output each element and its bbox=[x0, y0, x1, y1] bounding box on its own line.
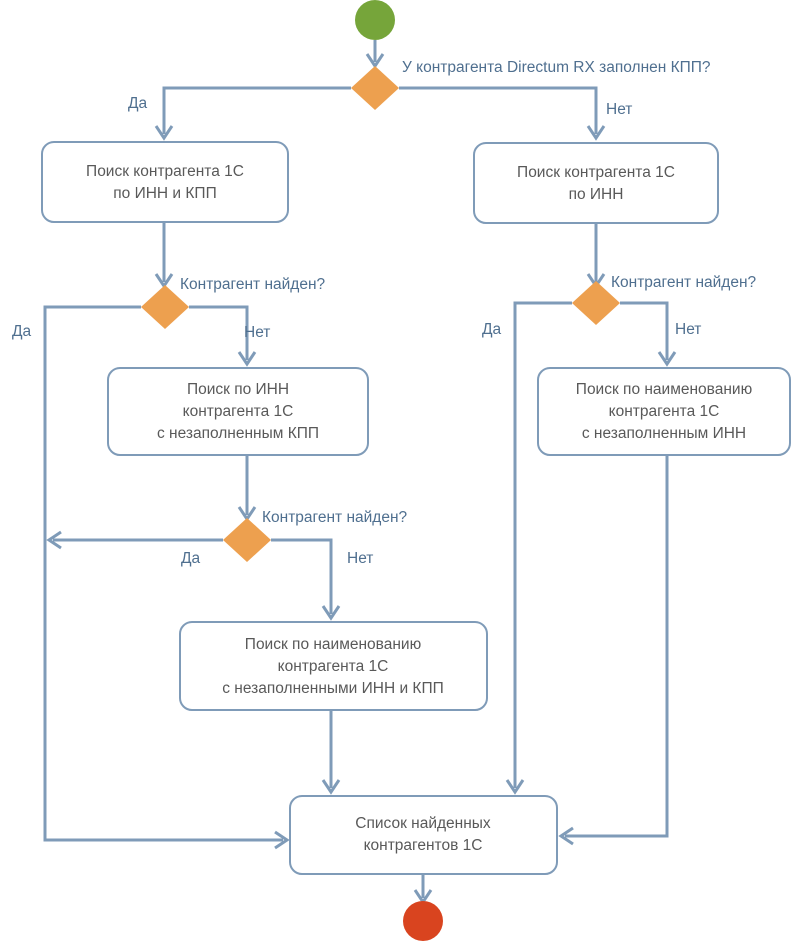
process-node-search-inn-kpp-line1: Поиск контрагента 1С bbox=[86, 163, 244, 180]
edge-d2-yes-rail bbox=[43, 305, 283, 842]
process-node-result-list[interactable] bbox=[289, 795, 558, 875]
edge-label-d2-yes: Да bbox=[12, 323, 31, 340]
process-node-search-inn-line1: Поиск контрагента 1С bbox=[517, 164, 675, 181]
process-node-search-by-name-empty-inn-kpp-line1: Поиск по наименованию bbox=[245, 636, 421, 653]
edge-d4-yes-arrow bbox=[46, 530, 62, 550]
edge-d2-yes-arrow bbox=[274, 830, 290, 850]
edge-d3-no-arrow bbox=[657, 351, 677, 367]
connector-layer bbox=[43, 40, 677, 905]
edge-d4-no-arrow bbox=[321, 605, 341, 621]
process-node-result-list-line2: контрагентов 1С bbox=[364, 837, 483, 854]
edge-label-d4-yes: Да bbox=[181, 550, 200, 567]
process-node-search-by-name-empty-inn-kpp-line3: с незаполненными ИНН и КПП bbox=[222, 680, 444, 697]
edge-p5-to-p6-arrow bbox=[321, 779, 341, 795]
edge-label-d1-no: Нет bbox=[606, 101, 632, 118]
process-node-search-inn-kpp-line2: по ИНН и КПП bbox=[113, 185, 216, 202]
decision-node-kpp-filled[interactable] bbox=[351, 66, 399, 110]
edge-label-d2-no: Нет bbox=[244, 324, 270, 341]
edge-label-d3-no: Нет bbox=[675, 321, 701, 338]
edge-d1-no-to-p2 bbox=[399, 86, 598, 134]
edge-label-d3-yes: Да bbox=[482, 321, 501, 338]
decision-label-found-3: Контрагент найден? bbox=[262, 509, 408, 526]
decision-node-found-1[interactable] bbox=[141, 285, 189, 329]
process-node-search-inn-kpp[interactable] bbox=[41, 141, 289, 223]
edge-d2-no-to-p3 bbox=[189, 305, 249, 360]
edge-d2-no-arrow bbox=[237, 351, 257, 367]
process-node-search-inn[interactable] bbox=[473, 142, 719, 224]
edge-d3-yes-rail bbox=[513, 301, 572, 788]
start-node[interactable] bbox=[355, 0, 395, 40]
decision-node-found-2[interactable] bbox=[572, 281, 620, 325]
process-node-search-by-name-empty-inn-line2: контрагента 1С bbox=[609, 403, 720, 420]
edge-d1-yes-arrow bbox=[154, 125, 174, 141]
process-node-search-by-inn-empty-kpp-line1: Поиск по ИНН bbox=[187, 381, 289, 398]
edge-label-d4-no: Нет bbox=[347, 550, 373, 567]
process-node-search-by-name-empty-inn-line3: с незаполненным ИНН bbox=[582, 425, 746, 442]
edge-p4-to-p6-arrow bbox=[558, 826, 574, 846]
process-node-result-list-line1: Список найденных bbox=[355, 815, 491, 832]
process-node-search-by-name-empty-inn-kpp-line2: контрагента 1С bbox=[278, 658, 389, 675]
edge-d3-yes-arrow bbox=[505, 779, 525, 795]
process-node-search-by-name-empty-inn[interactable] bbox=[537, 367, 791, 456]
decision-label-found-2: Контрагент найден? bbox=[611, 274, 757, 291]
process-node-search-inn-line2: по ИНН bbox=[569, 186, 624, 203]
end-node[interactable] bbox=[403, 901, 443, 941]
edge-d1-no-arrow bbox=[586, 125, 606, 141]
process-node-search-by-name-empty-inn-line1: Поиск по наименованию bbox=[576, 381, 752, 398]
edge-p4-to-p6 bbox=[565, 455, 669, 838]
process-node-search-by-inn-empty-kpp[interactable] bbox=[107, 367, 369, 456]
decision-label-found-1: Контрагент найден? bbox=[180, 276, 326, 293]
edge-d1-yes-to-p1 bbox=[162, 86, 351, 134]
process-node-search-by-inn-empty-kpp-line2: контрагента 1С bbox=[183, 403, 294, 420]
edge-d3-no-to-p4 bbox=[620, 301, 669, 360]
edge-d4-no-to-p5 bbox=[271, 538, 333, 614]
process-node-search-by-inn-empty-kpp-line3: с незаполненным КПП bbox=[157, 425, 319, 442]
process-node-search-by-name-empty-inn-kpp[interactable] bbox=[179, 621, 488, 711]
edge-label-d1-yes: Да bbox=[128, 95, 147, 112]
decision-node-found-3[interactable] bbox=[223, 518, 271, 562]
decision-label-kpp-filled: У контрагента Directum RX заполнен КПП? bbox=[402, 59, 711, 76]
